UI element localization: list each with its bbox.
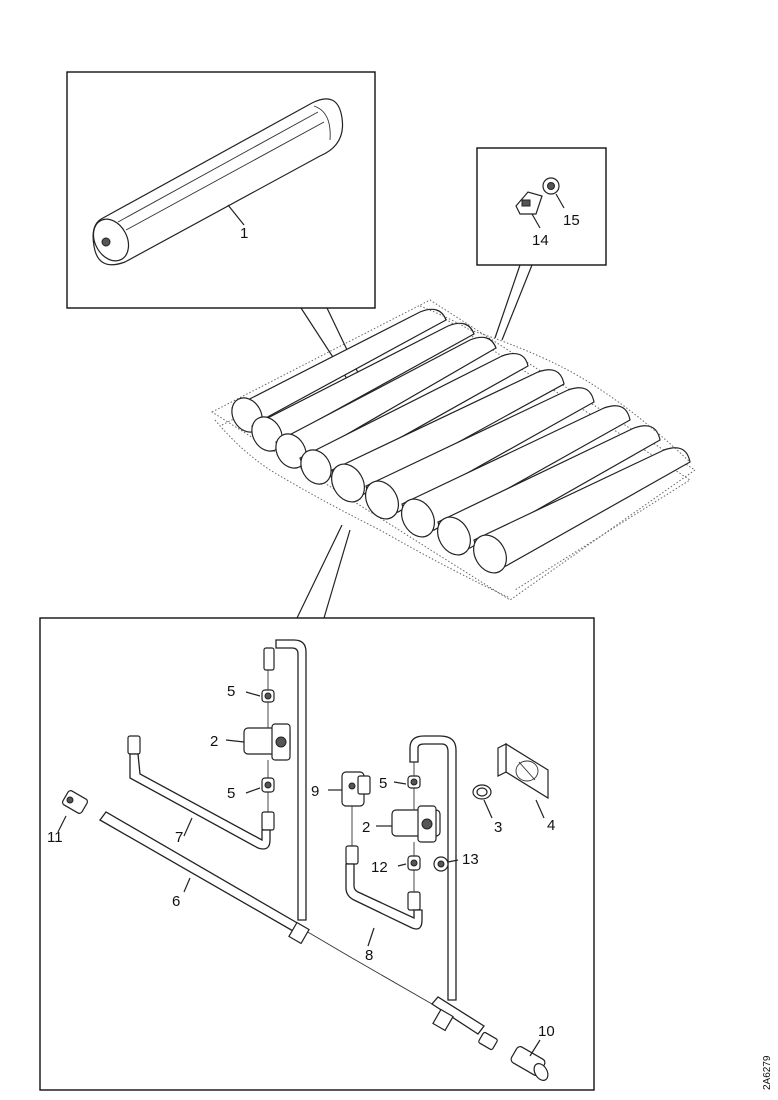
- label-part-4: 4: [547, 817, 555, 834]
- main-pipe-part-6: [99, 811, 485, 1035]
- pipe-part-8: [345, 845, 423, 930]
- valve-part-2-lower: [391, 762, 441, 911]
- label-part-7: 7: [175, 829, 183, 846]
- label-part-6: 6: [172, 893, 180, 910]
- vertical-pipe-upper: [263, 639, 307, 921]
- air-tank-cylinder: [92, 98, 344, 266]
- tank-rack-assembly: [210, 299, 696, 601]
- detail-box-piping: 5 2 5 7 11 6 9 5 2 12 13 3 4 8 10: [39, 617, 595, 1091]
- bracket-plate-part-4: [497, 742, 549, 800]
- label-part-5-top: 5: [227, 683, 235, 700]
- connector-part-10: [478, 1031, 549, 1081]
- label-part-5-right: 5: [379, 775, 387, 792]
- label-part-3: 3: [494, 819, 502, 836]
- label-part-2-lower: 2: [362, 819, 370, 836]
- label-part-8: 8: [365, 947, 373, 964]
- label-part-13: 13: [462, 851, 479, 868]
- fitting-part-13: [433, 856, 449, 872]
- drawing-code: 2A6279: [762, 1055, 773, 1090]
- label-part-1: 1: [240, 225, 248, 242]
- label-part-15: 15: [563, 212, 580, 229]
- mounting-clip: [515, 191, 543, 215]
- vertical-pipe-lower: [409, 735, 457, 1001]
- label-part-2-upper: 2: [210, 733, 218, 750]
- pipe-part-7: [127, 735, 271, 850]
- label-part-5-middle: 5: [227, 785, 235, 802]
- connector-part-11: [61, 790, 89, 814]
- tank-row: [231, 308, 691, 574]
- valve-part-2-upper: [243, 670, 291, 831]
- piping-leaders: [183, 691, 545, 947]
- valve-part-9: [341, 771, 371, 846]
- label-part-14: 14: [532, 232, 549, 249]
- label-part-10: 10: [538, 1023, 555, 1040]
- label-part-11: 11: [47, 829, 63, 846]
- detail-box-cylinder: 1: [66, 71, 376, 309]
- label-part-12: 12: [371, 859, 388, 876]
- seal-ring-part-3: [472, 784, 492, 800]
- label-part-9: 9: [311, 783, 319, 800]
- nut-part-15: [542, 177, 560, 195]
- detail-box-bracket: 14 15: [476, 147, 607, 266]
